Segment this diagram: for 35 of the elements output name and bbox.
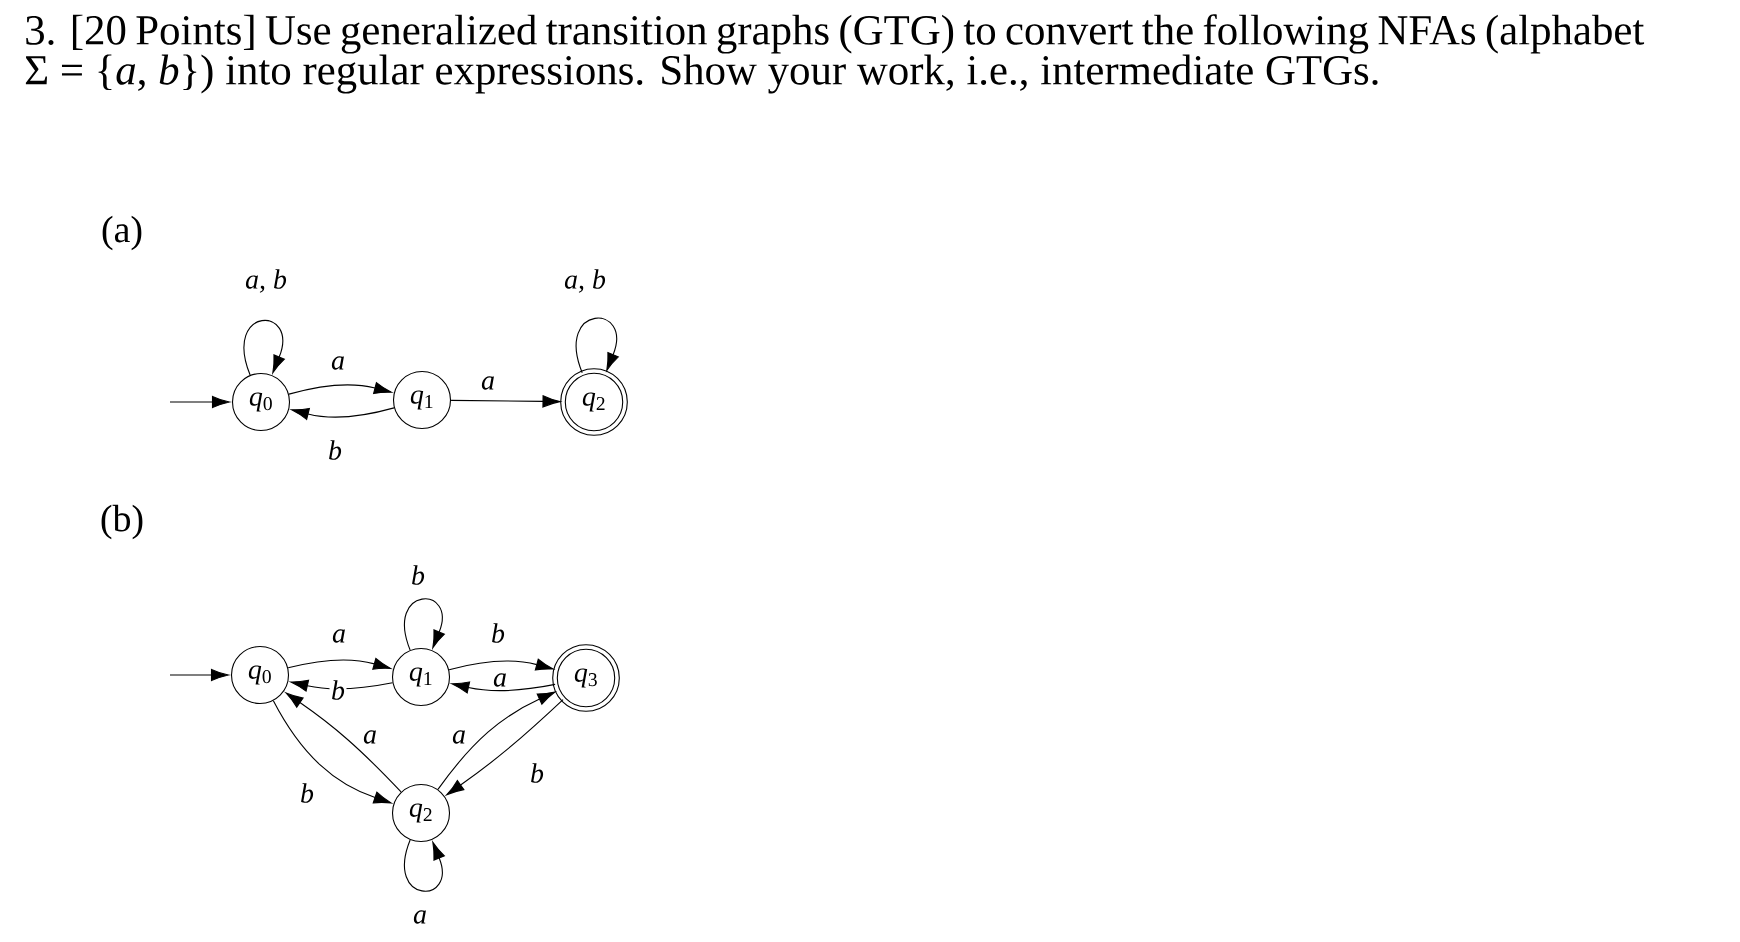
- edge-label: a: [450, 728, 468, 746]
- transition-arrow: [272, 700, 392, 804]
- edge-label: b: [329, 678, 347, 702]
- self-loop-arrow: [403, 598, 445, 651]
- edge-label: a: [330, 627, 348, 645]
- edge-label: a: [329, 354, 347, 372]
- start-arrow: [169, 668, 229, 682]
- edge-label: a: [479, 374, 497, 392]
- part-label: (a): [102, 215, 142, 251]
- edge-label: b: [298, 781, 316, 805]
- transition-arrow: [446, 699, 564, 796]
- transition-arrow: [437, 691, 556, 790]
- self-loop-arrow: [243, 320, 285, 376]
- edge-label: a, b: [562, 267, 608, 295]
- edge-label: a: [361, 728, 379, 746]
- self-loop-arrow: [575, 317, 619, 374]
- edge-label: b: [326, 438, 344, 462]
- transition-arrow: [285, 692, 402, 793]
- edge-label: b: [528, 761, 546, 785]
- transition-arrow: [451, 681, 556, 694]
- start-arrow: [169, 395, 230, 409]
- transition-arrow: [287, 657, 392, 670]
- self-loop-arrow: [403, 839, 445, 892]
- transition-arrow: [288, 382, 392, 395]
- transition-arrow: [290, 679, 394, 692]
- transition-arrow: [448, 658, 554, 671]
- edge-label: b: [489, 621, 507, 645]
- part-label: (b): [101, 504, 143, 540]
- edge-label: a: [411, 908, 429, 926]
- problem-text: 3. [20 Points] Use generalized transition graphs (GTG) to convert the following NFAs (alphabet Σ = {a, b}) into regular expressions. Show your work, i.e., intermediate GTGs.: [25, 14, 1645, 94]
- transition-arrow: [291, 407, 395, 420]
- edge-label: a, b: [243, 267, 289, 295]
- transition-arrow: [450, 395, 561, 408]
- edge-label: a: [491, 671, 509, 689]
- edge-label: b: [409, 563, 427, 587]
